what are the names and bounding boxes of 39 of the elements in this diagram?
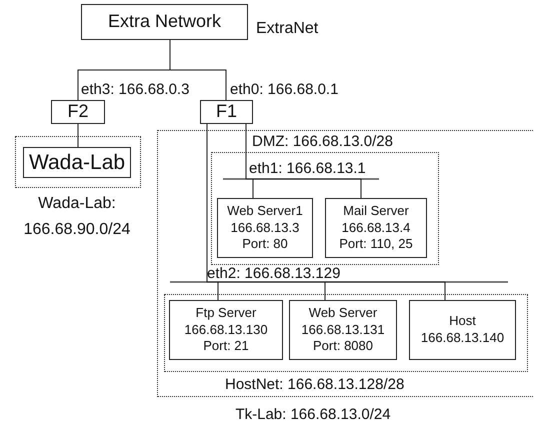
- node-title: Ftp Server: [196, 304, 256, 322]
- device-box: [289, 300, 397, 360]
- node-detail: Port: 21: [203, 338, 249, 356]
- device-box: [51, 100, 105, 124]
- device-box: [169, 300, 283, 360]
- device-box: [409, 300, 516, 360]
- network-link: [246, 124, 362, 198]
- node-detail: 166.68.13.140: [420, 330, 504, 347]
- node-detail: 166.68.13.130: [184, 322, 268, 338]
- node-detail: Port: 110, 25: [339, 236, 413, 254]
- network-caption: Wada-Lab: 166.68.90.0/24: [22, 194, 132, 240]
- node-detail: 166.68.13.131: [301, 322, 385, 338]
- device-box: [81, 4, 248, 40]
- node-detail: Port: 80: [242, 236, 288, 254]
- node-title: Web Server: [308, 304, 378, 322]
- zone-label: HostNet: 166.68.13.128/28: [225, 376, 406, 394]
- node-detail: 166.68.13.3: [230, 220, 300, 236]
- node-title: Mail Server: [343, 202, 409, 220]
- device-box: [200, 100, 253, 124]
- node-detail: 166.68.13.4: [342, 220, 410, 236]
- node-title: Host: [449, 313, 476, 330]
- node-title: F1: [216, 100, 237, 124]
- device-box: [23, 147, 131, 178]
- node-title: Web Server1: [227, 202, 303, 220]
- interface-address-label: eth3: 166.68.0.3: [81, 81, 190, 99]
- network-caption: ExtraNet: [256, 19, 320, 39]
- network-zone: [15, 136, 141, 188]
- node-title: Extra Network: [108, 10, 222, 34]
- node-title: Wada-Lab: [28, 150, 126, 176]
- zone-label: Tk-Lab: 166.68.13.0/24: [234, 406, 392, 424]
- node-title: F2: [67, 100, 88, 124]
- node-detail: Port: 8080: [313, 338, 373, 356]
- zone-label: DMZ: 166.68.13.0/28: [252, 133, 394, 151]
- network-link: [170, 40, 226, 100]
- device-box: [217, 198, 313, 258]
- device-box: [325, 198, 427, 258]
- interface-address-label: eth0: 166.68.0.1: [230, 81, 338, 99]
- interface-address-label: eth2: 166.68.13.129: [207, 265, 340, 283]
- interface-address-label: eth1: 166.68.13.1: [249, 160, 366, 178]
